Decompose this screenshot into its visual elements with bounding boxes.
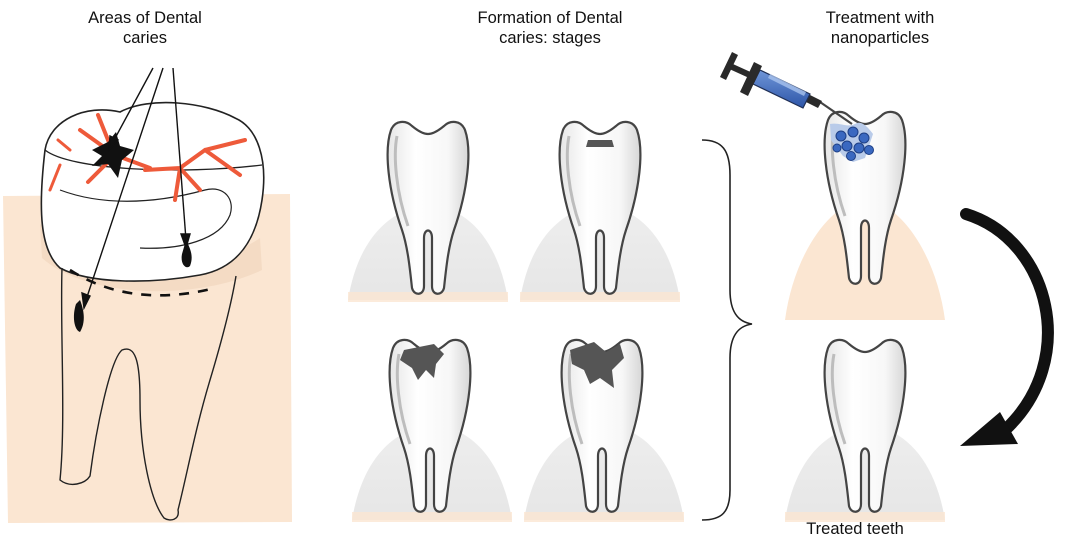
areas-of-caries-label: Areas of Dental caries bbox=[60, 8, 230, 48]
molar-crown bbox=[41, 103, 263, 281]
treatment-label: Treatment with nanoparticles bbox=[785, 8, 975, 48]
syringe-plunger-rod bbox=[730, 66, 752, 76]
curly-brace bbox=[702, 140, 752, 520]
formation-label-line-2: caries: stages bbox=[420, 28, 680, 48]
treatment-panel bbox=[720, 52, 1048, 522]
areas-label-line-1: Areas of Dental bbox=[60, 8, 230, 28]
stage-2-decay bbox=[586, 140, 614, 147]
molar-illustration bbox=[3, 68, 292, 523]
treatment-tooth bbox=[785, 112, 945, 320]
syringe-barrel bbox=[753, 70, 810, 108]
formation-label-line-1: Formation of Dental bbox=[420, 8, 680, 28]
treatment-label-line-2: nanoparticles bbox=[785, 28, 975, 48]
formation-stages-label: Formation of Dental caries: stages bbox=[420, 8, 680, 48]
treatment-label-line-1: Treatment with bbox=[785, 8, 975, 28]
areas-label-line-2: caries bbox=[60, 28, 230, 48]
treated-tooth bbox=[785, 340, 945, 522]
treated-teeth-label: Treated teeth bbox=[780, 519, 930, 539]
caries-stages bbox=[348, 122, 684, 522]
stage-1 bbox=[348, 122, 508, 302]
stage-3 bbox=[352, 340, 512, 522]
curved-arrow bbox=[960, 214, 1048, 446]
stage-4 bbox=[524, 340, 684, 522]
stage-2 bbox=[520, 122, 680, 302]
treated-label-text: Treated teeth bbox=[780, 519, 930, 539]
